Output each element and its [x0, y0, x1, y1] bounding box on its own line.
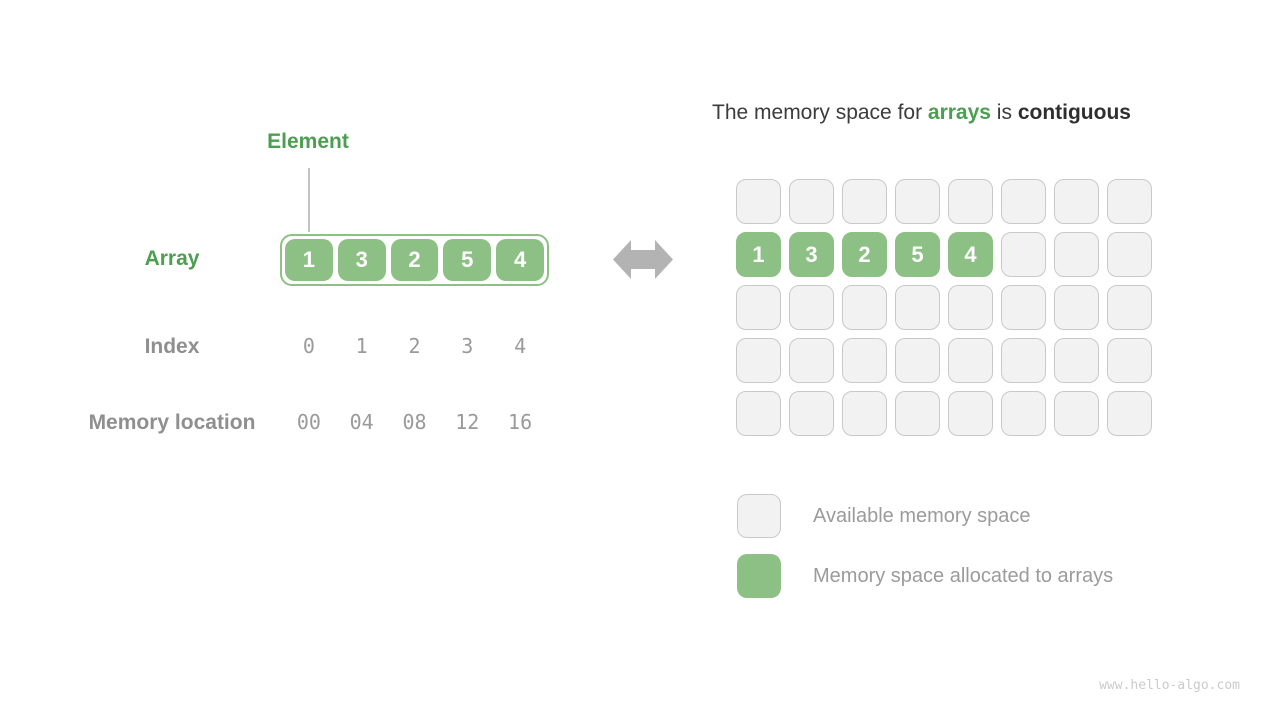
available-memory-cell	[948, 338, 993, 383]
array-cell: 2	[390, 239, 439, 281]
legend-label-available: Available memory space	[813, 504, 1031, 527]
memory-location-value: 16	[508, 410, 533, 434]
available-memory-cell	[1001, 391, 1046, 436]
available-memory-cell	[948, 391, 993, 436]
right-panel-title: The memory space for arrays is contiguou…	[712, 101, 1131, 125]
legend-label-allocated: Memory space allocated to arrays	[813, 564, 1114, 587]
available-memory-cell	[1054, 232, 1099, 277]
title-contiguous-bold: contiguous	[1017, 101, 1131, 124]
available-memory-cell	[1001, 232, 1046, 277]
index-value: 3	[461, 334, 474, 358]
available-memory-cell	[1054, 338, 1099, 383]
available-memory-cell	[895, 179, 940, 224]
title-prefix: The memory space for	[712, 101, 928, 124]
allocated-memory-cell: 4	[948, 232, 993, 277]
allocated-memory-swatch	[737, 554, 781, 598]
available-memory-cell	[842, 338, 887, 383]
available-memory-cell	[789, 391, 834, 436]
available-memory-cell	[1107, 285, 1152, 330]
index-row-values: 0 1 2 3 4	[285, 334, 544, 358]
available-memory-cell	[1054, 285, 1099, 330]
available-memory-cell	[1107, 391, 1152, 436]
available-memory-cell	[1001, 285, 1046, 330]
available-memory-cell	[842, 179, 887, 224]
available-memory-cell	[736, 391, 781, 436]
available-memory-cell	[736, 285, 781, 330]
legend-item-available: Available memory space	[737, 494, 1031, 538]
legend-item-allocated: Memory space allocated to arrays	[737, 554, 1113, 598]
watermark-url: www.hello-algo.com	[1099, 678, 1240, 693]
index-value: 4	[514, 334, 527, 358]
available-memory-cell	[1107, 232, 1152, 277]
available-memory-cell	[895, 391, 940, 436]
array-cell: 1	[285, 239, 333, 281]
allocated-memory-cell: 5	[895, 232, 940, 277]
available-memory-cell	[842, 285, 887, 330]
available-memory-cell	[1001, 338, 1046, 383]
allocated-memory-cell: 3	[789, 232, 834, 277]
available-memory-cell	[948, 285, 993, 330]
index-value: 0	[302, 334, 315, 358]
memory-location-value: 12	[455, 410, 480, 434]
available-memory-cell	[1107, 179, 1152, 224]
available-memory-cell	[1054, 179, 1099, 224]
title-middle: is	[990, 101, 1018, 124]
memory-location-value: 08	[402, 410, 427, 434]
array-cell: 4	[496, 239, 544, 281]
memory-location-label: Memory location	[88, 411, 256, 434]
allocated-memory-cell: 2	[842, 232, 887, 277]
available-memory-swatch	[737, 494, 781, 538]
index-label: Index	[144, 335, 200, 358]
available-memory-cell	[1107, 338, 1152, 383]
memory-row-values: 00 04 08 12 16	[285, 410, 544, 434]
available-memory-cell	[1001, 179, 1046, 224]
array-cell: 5	[443, 239, 492, 281]
available-memory-cell	[736, 338, 781, 383]
memory-location-value: 04	[349, 410, 374, 434]
index-value: 2	[408, 334, 421, 358]
allocated-memory-cell: 1	[736, 232, 781, 277]
element-connector-line	[308, 168, 310, 232]
available-memory-cell	[1054, 391, 1099, 436]
available-memory-cell	[948, 179, 993, 224]
available-memory-cell	[895, 285, 940, 330]
array-cell: 3	[337, 239, 386, 281]
available-memory-cell	[789, 338, 834, 383]
element-label: Element	[267, 130, 349, 153]
double-arrow-icon	[613, 238, 673, 281]
available-memory-cell	[895, 338, 940, 383]
available-memory-cell	[736, 179, 781, 224]
available-memory-cell	[789, 285, 834, 330]
available-memory-cell	[789, 179, 834, 224]
memory-location-value: 00	[296, 410, 321, 434]
title-arrays-highlight: arrays	[927, 101, 991, 124]
index-value: 1	[355, 334, 368, 358]
array-label: Array	[144, 247, 200, 270]
available-memory-cell	[842, 391, 887, 436]
